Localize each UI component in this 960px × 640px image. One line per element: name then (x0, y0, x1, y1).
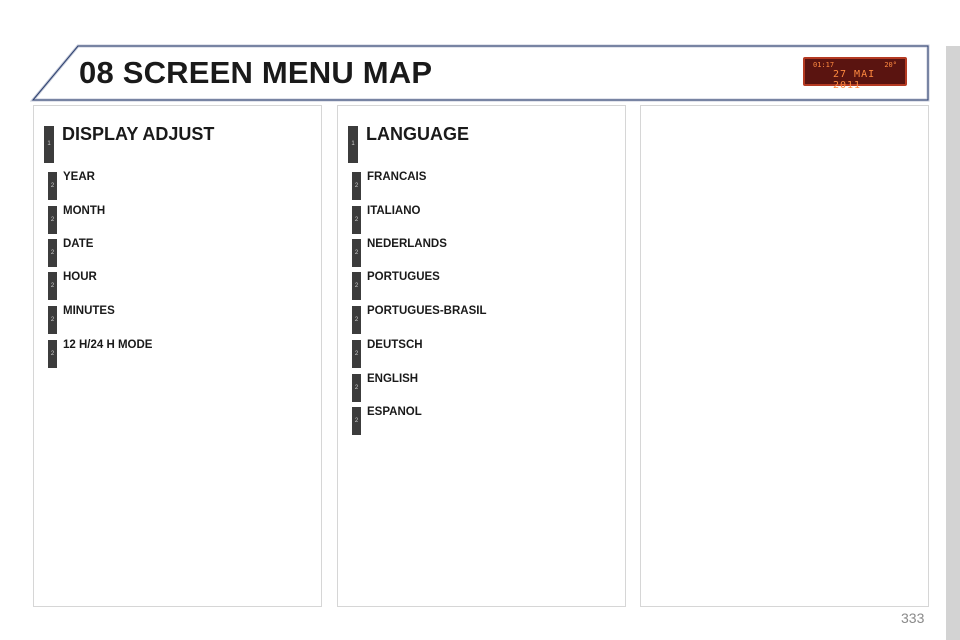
level-2-badge: 2 (352, 374, 361, 402)
level-1-badge: 1 (44, 126, 54, 163)
menu-item-label: NEDERLANDS (367, 238, 447, 250)
menu-heading: DISPLAY ADJUST (62, 124, 215, 144)
menu-item: 2 PORTUGUES (338, 271, 618, 300)
level-2-badge: 2 (352, 206, 361, 234)
page-number: 333 (901, 610, 925, 626)
display-time: 01:17 (813, 61, 835, 69)
page-title: 08 SCREEN MENU MAP (79, 55, 433, 90)
level-2-badge: 2 (48, 340, 57, 368)
menu-item-label: MINUTES (63, 305, 115, 317)
level-2-badge: 2 (352, 172, 361, 200)
menu-item: 2 FRANCAIS (338, 171, 618, 200)
menu-panel-language: 1 LANGUAGE 2 FRANCAIS 2 ITALIANO 2 NEDER… (337, 105, 626, 607)
empty-panel (640, 105, 929, 607)
menu-item: 2 DATE (34, 238, 314, 267)
level-2-badge: 2 (352, 340, 361, 368)
menu-item-label: PORTUGUES-BRASIL (367, 305, 487, 317)
level-2-badge: 2 (48, 172, 57, 200)
menu-item-label: ITALIANO (367, 205, 421, 217)
menu-panel-display-adjust: 1 DISPLAY ADJUST 2 YEAR 2 MONTH 2 DATE 2… (33, 105, 322, 607)
menu-item-label: DATE (63, 238, 94, 250)
level-2-badge: 2 (48, 272, 57, 300)
display-temperature: 20° (884, 61, 897, 69)
menu-item: 2 MINUTES (34, 305, 314, 334)
level-2-badge: 2 (48, 206, 57, 234)
display-screen-image: 01:17 20° 27 MAI 2011 -- --- -- (803, 57, 907, 91)
level-2-badge: 2 (352, 306, 361, 334)
header-banner (29, 44, 930, 102)
page-side-bar (946, 46, 960, 640)
level-2-badge: 2 (352, 239, 361, 267)
menu-item-label: ENGLISH (367, 373, 419, 385)
menu-item: 2 ESPANOL (338, 406, 618, 435)
level-1-badge: 1 (348, 126, 358, 163)
menu-item-label: DEUTSCH (367, 339, 423, 351)
menu-item-label: YEAR (63, 171, 95, 183)
menu-item: 2 MONTH (34, 205, 314, 234)
menu-item-label: PORTUGUES (367, 271, 440, 283)
menu-item-label: FRANCAIS (367, 171, 427, 183)
menu-item: 2 12 H/24 H MODE (34, 339, 314, 368)
level-2-badge: 2 (352, 407, 361, 435)
level-2-badge: 2 (48, 239, 57, 267)
menu-item: 2 HOUR (34, 271, 314, 300)
menu-item: 2 PORTUGUES-BRASIL (338, 305, 618, 334)
menu-item-label: 12 H/24 H MODE (63, 339, 153, 351)
menu-item: 2 ENGLISH (338, 373, 618, 402)
level-2-badge: 2 (48, 306, 57, 334)
menu-item: 2 ITALIANO (338, 205, 618, 234)
menu-item-label: MONTH (63, 205, 106, 217)
menu-heading: LANGUAGE (366, 124, 469, 144)
menu-item-label: ESPANOL (367, 406, 422, 418)
menu-item: 2 NEDERLANDS (338, 238, 618, 267)
menu-item-label: HOUR (63, 271, 97, 283)
display-footer: -- --- -- (837, 79, 854, 83)
menu-item: 2 YEAR (34, 171, 314, 200)
menu-item: 2 DEUTSCH (338, 339, 618, 368)
level-2-badge: 2 (352, 272, 361, 300)
display-date: 27 MAI 2011 (833, 69, 876, 91)
